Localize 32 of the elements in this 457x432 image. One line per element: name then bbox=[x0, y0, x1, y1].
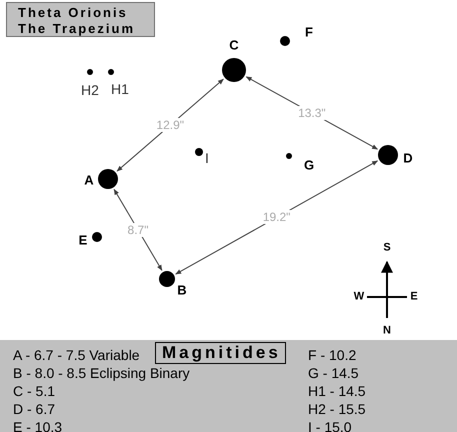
star-label: C bbox=[229, 38, 239, 52]
magnitude-entry: C - 5.1 bbox=[13, 384, 56, 398]
edge-label: 13.3" bbox=[297, 106, 327, 120]
star-label: H2 bbox=[81, 83, 99, 97]
compass-letter: E bbox=[410, 292, 418, 302]
magnitude-entry: B - 8.0 - 8.5 Eclipsing Binary bbox=[13, 366, 190, 380]
magnitude-entry: E - 10.3 bbox=[13, 420, 62, 432]
star-label: D bbox=[403, 152, 413, 164]
magnitude-entry: H2 - 15.5 bbox=[308, 402, 366, 416]
star-label: B bbox=[177, 284, 187, 296]
star-label: A bbox=[84, 174, 94, 186]
distance-arrow bbox=[175, 160, 378, 275]
star-label: E bbox=[78, 234, 88, 246]
star-label: I bbox=[205, 151, 209, 165]
magnitude-entry: I - 15.0 bbox=[308, 420, 352, 432]
magnitude-entry: F - 10.2 bbox=[308, 348, 356, 362]
edge-label: 19.2" bbox=[262, 210, 292, 224]
edge-label: 8.7" bbox=[126, 222, 150, 237]
magnitude-entry: G - 14.5 bbox=[308, 366, 359, 380]
star-label: G bbox=[304, 158, 314, 172]
edge-label: 12.9" bbox=[155, 118, 186, 132]
magnitude-entry: A - 6.7 - 7.5 Variable bbox=[13, 348, 140, 362]
title: Theta Orionis The Trapezium bbox=[6, 2, 155, 37]
magnitude-entry: D - 6.7 bbox=[13, 402, 56, 416]
magnitude-entry: H1 - 14.5 bbox=[308, 384, 366, 398]
distance-arrow bbox=[114, 188, 162, 271]
compass-letter: W bbox=[354, 292, 364, 302]
compass-letter: N bbox=[383, 326, 391, 336]
compass-letter: S bbox=[383, 242, 391, 254]
legend-heading: Magnitides bbox=[155, 342, 286, 364]
star-label: H1 bbox=[111, 82, 129, 96]
star-label: F bbox=[305, 26, 313, 38]
